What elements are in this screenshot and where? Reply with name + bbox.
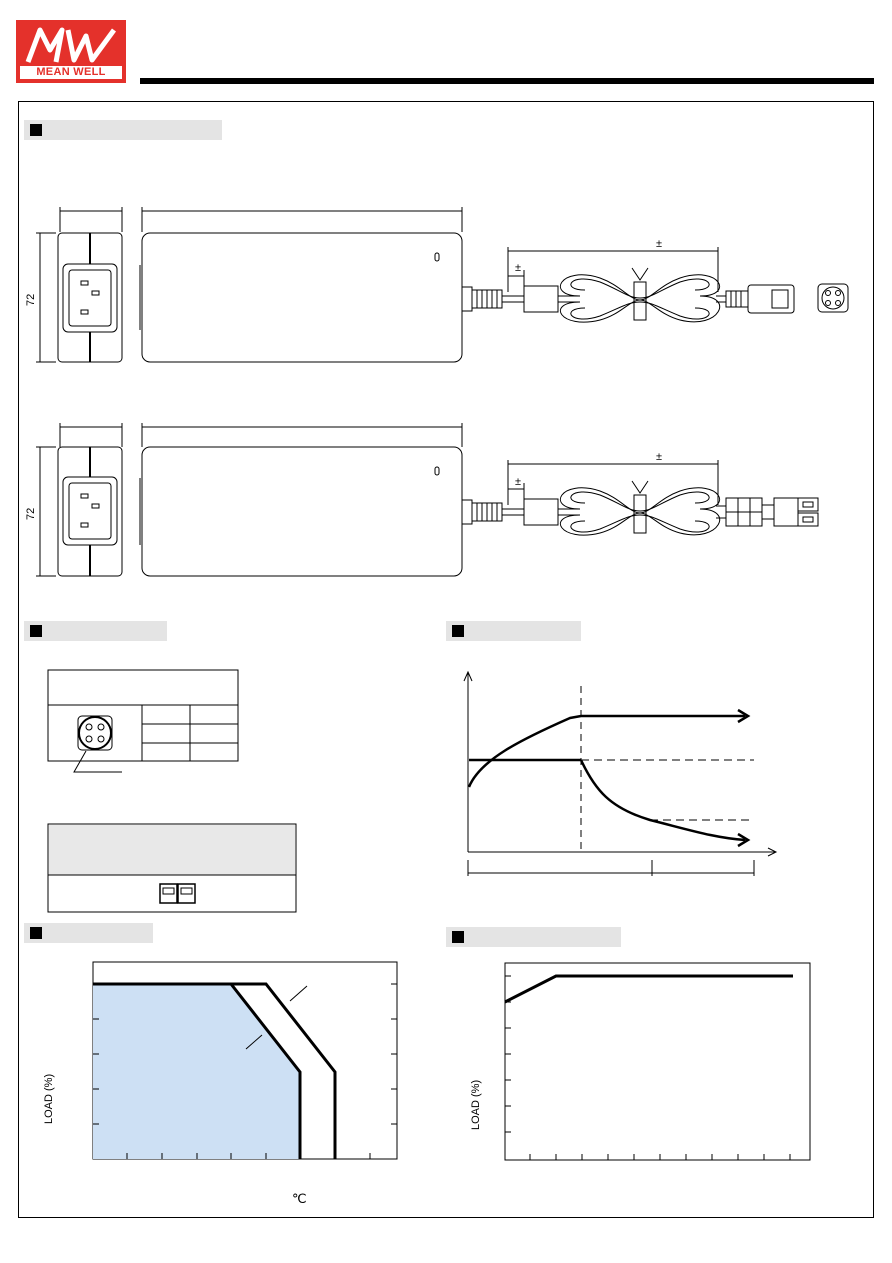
cable-length-tolerance-a: ± — [656, 238, 663, 250]
derating-x-axis-unit: ℃ — [292, 1191, 307, 1206]
din-4pin-connector-icon — [78, 716, 112, 750]
mechanical-view-a — [36, 207, 849, 363]
din-plug-key-icon — [771, 289, 789, 309]
logo-text-box — [20, 66, 122, 79]
mw-mark-icon — [25, 27, 117, 63]
static-y-axis-label: LOAD (%) — [470, 1079, 482, 1130]
dc-cable-a — [461, 267, 849, 323]
static-curve — [504, 962, 811, 1161]
terminal-block-icon — [797, 497, 819, 512]
content-frame — [18, 101, 874, 1218]
din-4pin-connector-icon — [821, 286, 845, 310]
plug-table-din — [47, 669, 239, 773]
dimension-height-a: 72 — [25, 293, 37, 306]
derating-y-axis-label: LOAD (%) — [43, 1073, 55, 1124]
derating-curve — [92, 961, 398, 1160]
cable-length-tolerance-b: ± — [656, 451, 663, 463]
section-header-derating — [24, 923, 153, 943]
section-bullet-icon — [452, 625, 464, 637]
dimension-height-b: 72 — [25, 507, 37, 520]
section-bullet-icon — [30, 625, 42, 637]
strain-relief-tolerance-a: ± — [515, 262, 522, 274]
terminal-block-icon — [159, 883, 178, 904]
mechanical-view-b — [36, 423, 819, 577]
mean-well-logo: MEAN WELL — [16, 20, 126, 83]
iec-c14-inlet-icon — [62, 476, 118, 546]
iec-c14-inlet-icon — [62, 263, 118, 333]
section-header-mechanical — [24, 120, 222, 140]
section-bullet-icon — [30, 927, 42, 939]
strain-relief-tolerance-b: ± — [515, 476, 522, 488]
charging-curve — [463, 670, 778, 876]
section-header-charging-curve — [446, 621, 581, 641]
section-header-static — [446, 927, 621, 947]
header-rule — [140, 78, 874, 84]
plug-table-terminal — [47, 823, 297, 913]
section-bullet-icon — [30, 124, 42, 136]
section-header-plug — [24, 621, 167, 641]
dc-cable-b — [461, 480, 819, 536]
section-bullet-icon — [452, 931, 464, 943]
derating-area — [93, 984, 300, 1159]
logo-brand-text: MEAN WELL — [36, 66, 106, 78]
